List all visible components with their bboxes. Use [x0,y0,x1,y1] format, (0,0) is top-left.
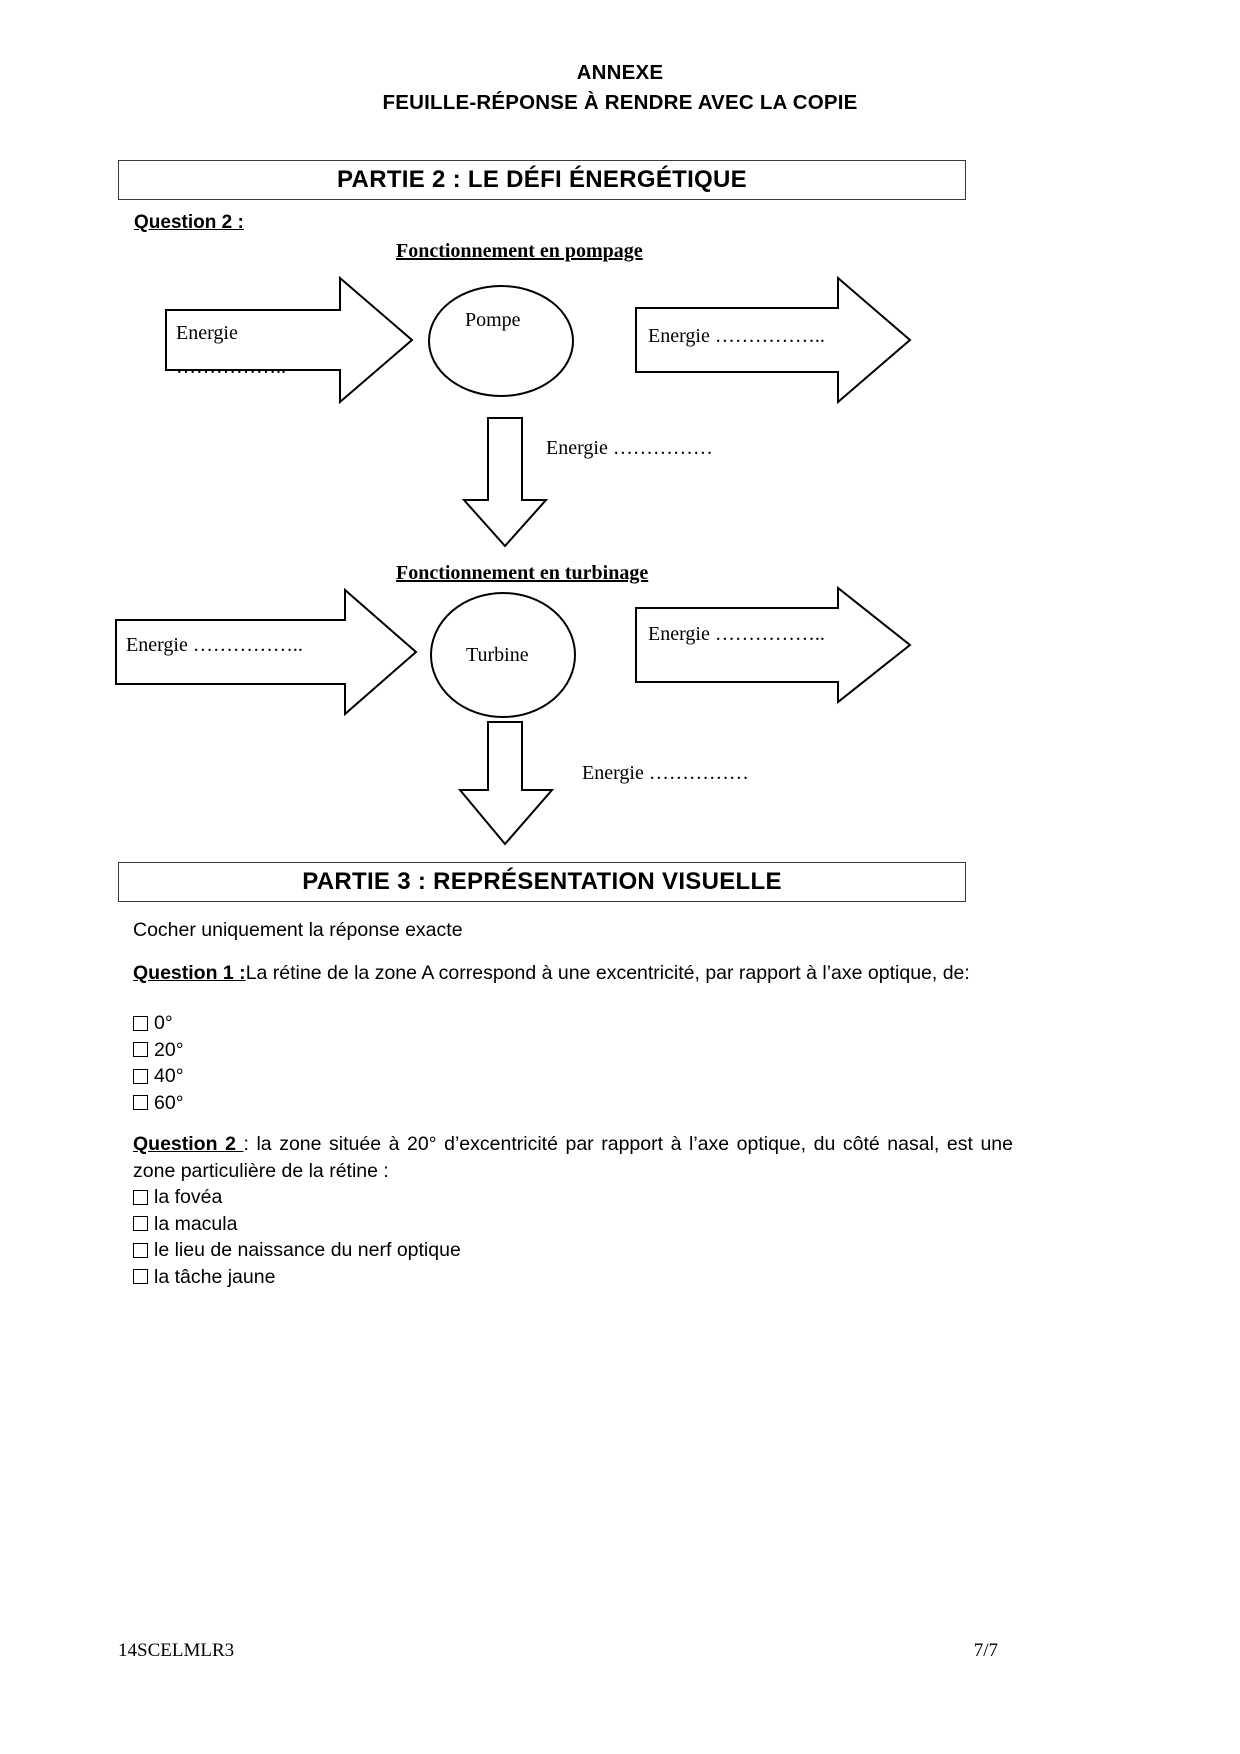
header-title-annexe: ANNEXE [576,61,664,84]
question1-text: La rétine de la zone A correspond à une … [245,962,970,984]
turbinage-diagram-title: Fonctionnement en turbinage [396,562,649,584]
question1-option-row[interactable]: 20° [133,1037,184,1064]
turbinage-input-label: Energie …………….. [126,634,303,656]
question1-option-row[interactable]: 0° [133,1010,184,1037]
pompage-output-label: Energie …………….. [648,325,825,347]
checkbox-icon[interactable] [133,1015,148,1031]
question2-option-label: la macula [154,1212,238,1235]
checkbox-icon[interactable] [133,1095,148,1111]
question2-option-row[interactable]: la tâche jaune [133,1264,461,1291]
pompage-input-label: Energie …………….. [176,316,366,384]
pompage-diagram-title: Fonctionnement en pompage [396,240,643,262]
checkbox-icon[interactable] [133,1042,148,1058]
question1-option-row[interactable]: 40° [133,1063,184,1090]
pompage-down-arrow [461,417,549,548]
part3-banner-label: PARTIE 3 : REPRÉSENTATION VISUELLE [302,868,782,895]
pompage-input-line1: Energie [176,322,238,344]
pompe-ellipse [428,285,574,397]
part3-question2: Question 2 : la zone située à 20° d’exce… [133,1131,1013,1185]
question2-text: : la zone située à 20° d’excentricité pa… [133,1133,1013,1182]
checkbox-icon[interactable] [133,1068,148,1084]
turbinage-down-arrow [457,721,555,846]
checkbox-icon[interactable] [133,1216,148,1232]
turbinage-output-label: Energie …………….. [648,623,825,645]
footer-code: 14SCELMLR3 [118,1640,235,1661]
question1-option-label: 0° [154,1012,173,1034]
turbinage-down-label: Energie …………… [582,762,749,784]
question1-option-row[interactable]: 60° [133,1090,184,1117]
turbine-node-label: Turbine [466,644,529,666]
question1-options: 0° 20° 40° 60° [133,1010,184,1116]
pompe-node-label: Pompe [465,309,521,331]
question2-option-label: la fovéa [154,1186,223,1208]
question2-options: la fovéa la macula le lieu de naissance … [133,1184,461,1290]
part3-banner: PARTIE 3 : REPRÉSENTATION VISUELLE [118,862,966,902]
question1-option-label: 20° [154,1038,184,1061]
question2-option-row[interactable]: la fovéa [133,1184,461,1211]
question1-option-label: 40° [154,1065,184,1087]
question2-option-row[interactable]: le lieu de naissance du nerf optique [133,1237,461,1264]
checkbox-icon[interactable] [133,1269,148,1285]
question2-label: Question 2 [133,1133,244,1155]
part2-question2-label: Question 2 : [134,212,244,233]
question2-option-row[interactable]: la macula [133,1211,461,1238]
part3-question1: Question 1 :La rétine de la zone A corre… [133,960,1013,987]
question1-option-label: 60° [154,1091,184,1114]
question1-label: Question 1 : [133,962,246,984]
document-header: ANNEXE FEUILLE-RÉPONSE À RENDRE AVEC LA … [0,58,1240,118]
header-subtitle: FEUILLE-RÉPONSE À RENDRE AVEC LA COPIE [382,91,858,114]
pompage-down-label: Energie …………… [546,437,713,459]
page-footer: 14SCELMLR3 7/7 [118,1640,998,1662]
part2-banner-label: PARTIE 2 : LE DÉFI ÉNERGÉTIQUE [337,166,747,193]
footer-page-number: 7/7 [973,1640,998,1661]
question2-option-label: le lieu de naissance du nerf optique [154,1239,461,1261]
part2-banner: PARTIE 2 : LE DÉFI ÉNERGÉTIQUE [118,160,966,200]
pompage-input-line2: …………….. [176,356,286,378]
question2-option-label: la tâche jaune [154,1265,276,1288]
checkbox-icon[interactable] [133,1189,148,1205]
part3-instruction: Cocher uniquement la réponse exacte [133,919,463,941]
checkbox-icon[interactable] [133,1242,148,1258]
